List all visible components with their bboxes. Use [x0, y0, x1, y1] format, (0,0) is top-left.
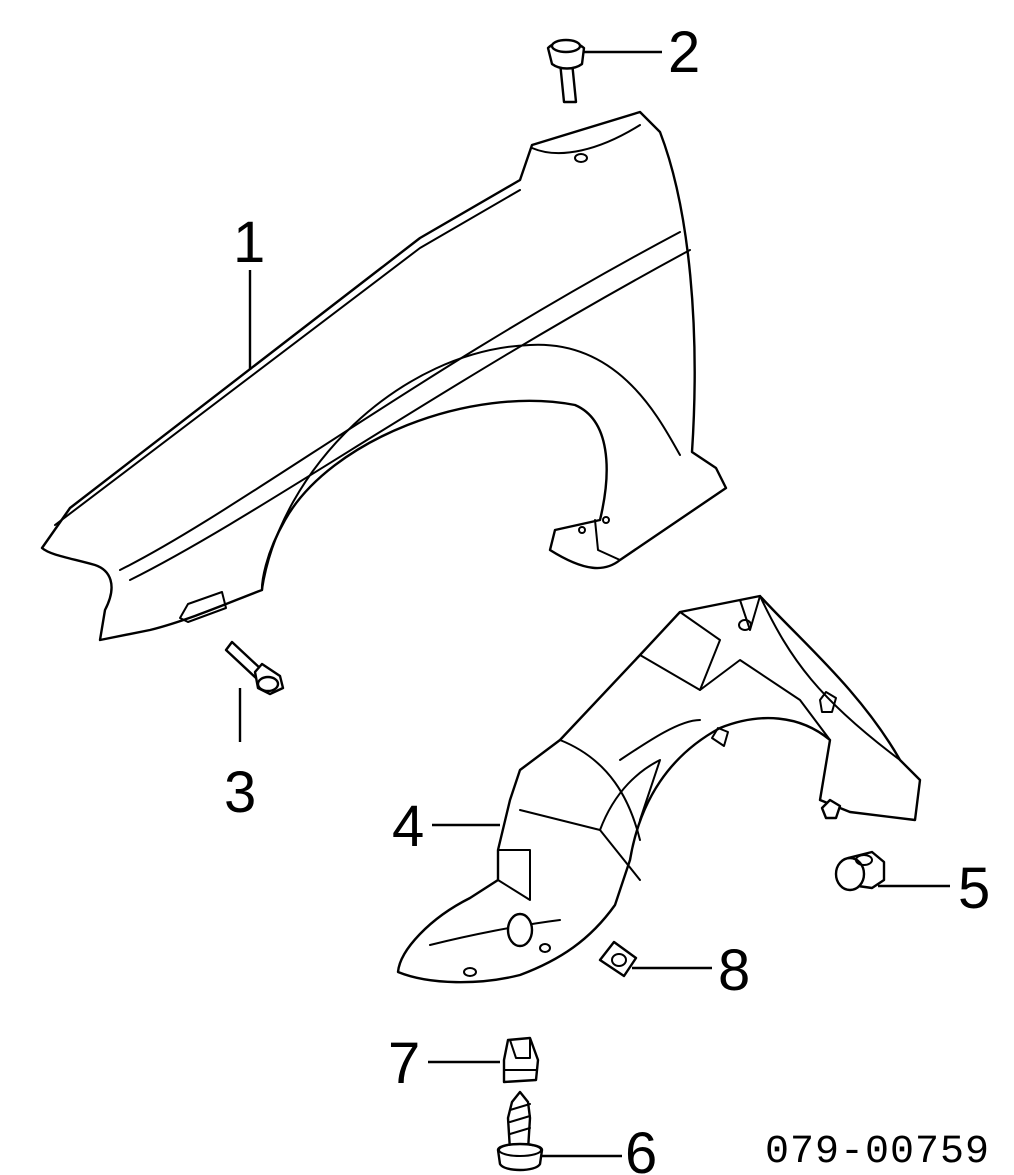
callout-1: 1 [233, 210, 265, 275]
inner-fender-liner [396, 594, 922, 984]
callout-6: 6 [625, 1121, 657, 1175]
callout-4: 4 [392, 794, 424, 859]
fender-bolt-lower [224, 640, 285, 696]
callout-3: 3 [224, 760, 256, 825]
fender-bolt-top [546, 38, 586, 104]
front-fender [40, 110, 728, 642]
callout-5: 5 [958, 856, 990, 921]
callout-2: 2 [668, 20, 700, 85]
diagram-code: 079-00759 [765, 1130, 990, 1175]
screw [496, 1090, 544, 1172]
callout-7: 7 [388, 1031, 420, 1096]
retainer-clip [502, 1036, 540, 1084]
push-clip [834, 850, 886, 892]
callout-8: 8 [718, 938, 750, 1003]
clip-nut [598, 940, 638, 978]
